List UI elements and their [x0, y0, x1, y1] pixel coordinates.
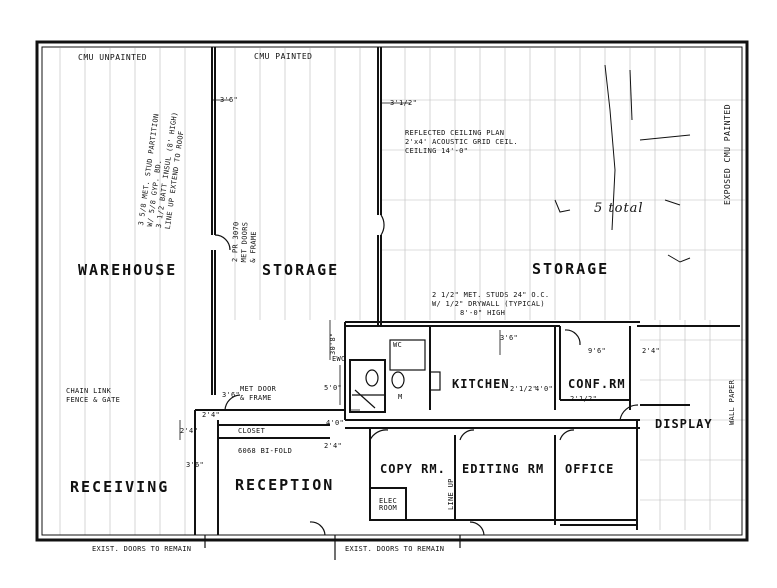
- room-office: OFFICE: [565, 462, 615, 476]
- note-bifold: 6068 BI-FOLD: [238, 447, 293, 455]
- note-exist-doors-left: EXIST. DOORS TO REMAIN: [92, 545, 192, 553]
- note-chain-link: CHAIN LINK FENCE & GATE: [66, 387, 121, 404]
- note-line-up: LINE UP: [447, 478, 455, 510]
- door-swings: [214, 214, 639, 536]
- fixture-m: M: [398, 393, 403, 401]
- note-exist-doors-right: EXIST. DOORS TO REMAIN: [345, 545, 445, 553]
- fixture-ewc: EWC: [332, 355, 346, 363]
- room-conf-rm: CONF.RM: [568, 377, 626, 391]
- note-met-studs-drywall: 2 1/2" MET. STUDS 24" O.C. W/ 1/2" DRYWA…: [432, 291, 550, 317]
- room-storage-left: STORAGE: [262, 261, 340, 279]
- fixture-wc: WC: [393, 341, 403, 349]
- room-elec: ELEC ROOM: [378, 497, 398, 512]
- note-met-door-frame: MET DOOR & FRAME: [240, 385, 277, 402]
- dim-label: 4'0": [535, 385, 554, 393]
- interior-walls: [194, 47, 740, 535]
- room-reception: RECEPTION: [235, 476, 335, 494]
- dim-label: 3'6": [220, 96, 239, 104]
- room-warehouse: WAREHOUSE: [78, 261, 178, 279]
- dim-label: 2'4": [202, 411, 221, 419]
- dimension-marks: [179, 99, 501, 440]
- room-receiving: RECEIVING: [70, 478, 170, 496]
- exist-door-marks: [204, 535, 461, 560]
- dim-label: 2'4": [642, 347, 661, 355]
- dim-label: 30'8": [329, 332, 337, 355]
- elec-room-box: [369, 487, 407, 521]
- room-editing-rm: EDITING RM: [462, 462, 545, 476]
- note-wall-paper: WALL PAPER: [728, 379, 736, 425]
- note-met-doors: 2 PR 3070 MET DOORS & FRAME: [231, 221, 259, 263]
- exterior-walls: [35, 40, 749, 542]
- dim-label: 4'0": [326, 419, 345, 427]
- margin-sketch: [554, 64, 691, 263]
- room-copy-rm: COPY RM.: [380, 462, 446, 476]
- dim-label: 5'0": [324, 384, 343, 392]
- note-exposed-cmu-painted: EXPOSED CMU PAINTED: [723, 103, 732, 205]
- dim-label: 3'6": [186, 461, 205, 469]
- room-kitchen: KITCHEN: [452, 377, 510, 391]
- restroom-fixtures: [349, 339, 441, 413]
- note-cmu-unpainted: CMU UNPAINTED: [78, 53, 148, 62]
- dim-label: 2'4": [180, 427, 199, 435]
- note-reflected-ceiling: REFLECTED CEILING PLAN 2'x4' ACOUSTIC GR…: [405, 129, 518, 155]
- room-display: DISPLAY: [655, 417, 713, 431]
- dim-label: 2'1/2": [570, 395, 598, 403]
- dim-label: 3'6": [500, 334, 519, 342]
- ceiling-grid: [59, 48, 745, 535]
- dim-label: 2'4": [324, 442, 343, 450]
- room-storage-right: STORAGE: [532, 260, 610, 278]
- dim-label: 2'1/2": [510, 385, 538, 393]
- dim-label: 3'6": [222, 391, 241, 399]
- note-handwritten: 5 total: [594, 201, 644, 216]
- note-closet: CLOSET: [238, 427, 266, 435]
- dim-label: 9'6": [588, 347, 607, 355]
- dim-label: 3'1/2": [390, 99, 418, 107]
- note-cmu-painted: CMU PAINTED: [254, 52, 313, 61]
